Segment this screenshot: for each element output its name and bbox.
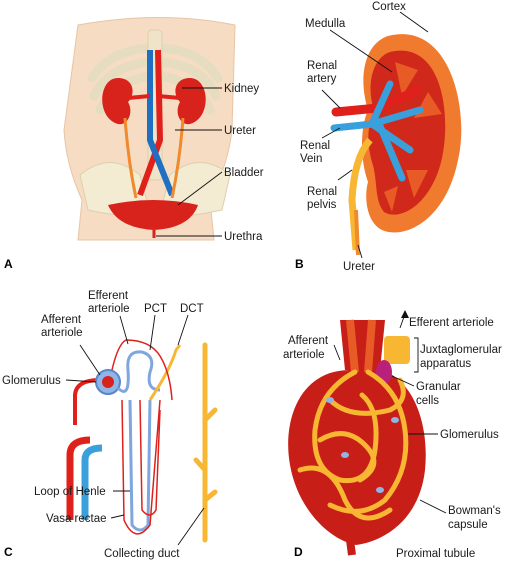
label-ureter-b: Ureter	[343, 261, 375, 273]
label-granular-cells-2: cells	[416, 395, 439, 407]
label-cortex: Cortex	[372, 1, 406, 13]
label-granular-cells-1: Granular	[416, 381, 461, 393]
label-afferent-arteriole-c-2: arteriole	[41, 327, 83, 339]
label-urethra: Urethra	[224, 231, 263, 243]
afferent-arteriole-d	[346, 319, 359, 373]
left-kidney	[102, 78, 133, 125]
collecting-leader	[177, 507, 205, 546]
label-afferent-arteriole-d-1: Afferent	[288, 335, 329, 347]
loop-of-henle	[128, 399, 152, 532]
label-jga-2: apparatus	[420, 358, 471, 370]
pct-leader	[149, 314, 156, 351]
renal-vein-c	[81, 444, 103, 520]
distal-tubule	[148, 344, 182, 401]
proximal-tubule-d	[346, 539, 356, 556]
label-efferent-arteriole-c-2: arteriole	[88, 303, 130, 315]
juxtaglomerular-apparatus	[384, 336, 410, 364]
capsule-highlights	[326, 397, 399, 493]
glomerulus-c	[102, 376, 114, 388]
label-proximal-tubule: Proximal tubule	[396, 548, 475, 560]
label-collecting-duct: Collecting duct	[104, 548, 180, 560]
label-glomerulus-c: Glomerulus	[2, 375, 61, 387]
ureter-b-leader	[357, 244, 363, 259]
collecting-duct	[193, 342, 218, 543]
panel-letter-c: C	[4, 545, 13, 559]
afferent-leader-c	[79, 344, 101, 376]
vasa-rectae	[121, 399, 161, 535]
renal-vein	[330, 80, 424, 182]
label-renal-pelvis-2: pelvis	[307, 199, 337, 211]
glomerulus-leader-c	[65, 379, 97, 383]
renal-vein-leader	[321, 127, 341, 139]
glomerular-capillaries	[297, 369, 409, 521]
label-jga-1: Juxtaglomerular	[420, 344, 502, 356]
right-ureter	[170, 117, 185, 199]
label-medulla: Medulla	[305, 18, 346, 30]
label-ureter: Ureter	[224, 125, 256, 137]
label-efferent-arteriole-d: Efferent arteriole	[409, 317, 494, 329]
panel-b: Cortex Medulla Renal artery Renal Vein R…	[295, 1, 462, 273]
label-bladder: Bladder	[224, 167, 264, 179]
vena-cava	[147, 50, 175, 197]
label-bowmans-capsule-2: capsule	[448, 519, 488, 531]
label-afferent-arteriole-c-1: Afferent	[41, 314, 82, 326]
ureter-b	[354, 209, 360, 256]
vasa-leader	[110, 514, 125, 519]
label-glomerulus-d: Glomerulus	[440, 429, 499, 441]
label-renal-artery-2: artery	[307, 73, 337, 85]
right-kidney	[175, 78, 206, 125]
bladder-leader	[177, 171, 223, 206]
label-loop-of-henle: Loop of Henle	[34, 486, 106, 498]
proximal-tubule-c	[116, 350, 161, 393]
label-dct: DCT	[180, 303, 204, 315]
label-renal-vein-2: Vein	[300, 153, 322, 165]
label-vasa-rectae: Vasa rectae	[46, 513, 107, 525]
jga-bracket	[414, 337, 419, 373]
renal-artery-leader	[321, 89, 341, 109]
efferent-arteriole-d	[364, 319, 376, 373]
panel-a: Kidney Ureter Bladder Urethra A	[4, 17, 264, 271]
panel-c: Efferent arteriole Afferent arteriole PC…	[2, 290, 218, 560]
label-renal-artery-1: Renal	[307, 60, 337, 72]
medulla-leader	[329, 29, 393, 73]
efferent-leader-c	[119, 315, 129, 345]
efferent-arteriole-c	[111, 339, 173, 401]
afferent-leader-d	[333, 344, 341, 361]
bladder	[108, 200, 198, 230]
label-efferent-arteriole-c-1: Efferent	[88, 290, 129, 302]
label-renal-pelvis-1: Renal	[307, 186, 337, 198]
left-ureter	[123, 117, 138, 199]
dct-leader	[177, 314, 189, 346]
aorta	[137, 49, 164, 197]
granular-leader	[391, 375, 415, 387]
label-renal-vein-1: Renal	[300, 140, 330, 152]
renal-vessels-a	[127, 94, 181, 100]
panel-letter-b: B	[295, 257, 304, 271]
pyramids	[384, 62, 442, 212]
renal-pelvis-leader	[337, 169, 353, 181]
label-pct: PCT	[144, 303, 167, 315]
efferent-arrowhead	[401, 310, 409, 318]
renal-artery-c	[66, 436, 91, 520]
bowmans-capsule-d	[288, 368, 426, 545]
panel-d: Efferent arteriole Afferent arteriole Ju…	[283, 310, 502, 560]
panel-letter-d: D	[294, 545, 303, 559]
label-kidney: Kidney	[224, 83, 259, 95]
label-bowmans-capsule-1: Bowman's	[448, 505, 501, 517]
cortex-leader	[399, 11, 429, 33]
renal-pelvis	[348, 137, 373, 251]
bowman-leader	[419, 499, 447, 514]
panel-letter-a: A	[4, 257, 13, 271]
label-afferent-arteriole-d-2: arteriole	[283, 349, 325, 361]
